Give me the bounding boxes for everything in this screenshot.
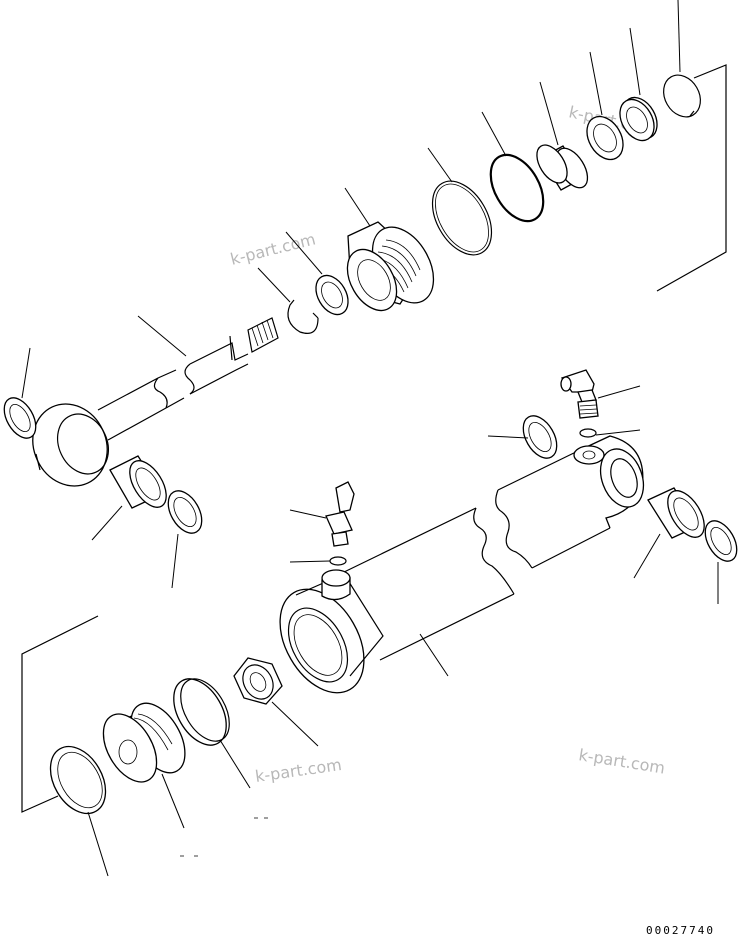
bushing <box>536 144 589 191</box>
tube-end-seal <box>522 415 558 459</box>
elbow-fitting <box>560 369 599 419</box>
dust-seal <box>586 115 624 161</box>
hose-fitting-head <box>325 481 355 547</box>
circlip <box>287 299 319 334</box>
bearing <box>619 96 658 142</box>
rod-bushing <box>109 455 167 509</box>
cylinder-head <box>346 221 435 312</box>
frame-bracket-bottom <box>21 615 99 813</box>
backup-ring <box>431 180 493 256</box>
piston <box>102 702 186 783</box>
wear-ring <box>173 678 230 746</box>
leader-lines <box>21 0 719 877</box>
piston-seal <box>315 274 349 316</box>
o-ring-port-bottom <box>579 428 597 438</box>
o-ring-port-head <box>329 556 347 566</box>
nut <box>233 657 283 705</box>
drawing-code: 00027740 <box>646 924 715 937</box>
bottom-bushing <box>647 487 705 539</box>
frame-bracket-top <box>656 64 727 292</box>
bottom-seal <box>704 520 738 562</box>
watermark-2: k-part.com <box>228 229 317 269</box>
rod-bushing-seal <box>167 490 203 534</box>
watermark-3: k-part.com <box>254 755 343 786</box>
rod-eye-seal <box>3 397 37 439</box>
piston-ring <box>49 745 107 815</box>
snap-ring-top <box>663 74 701 118</box>
watermark-4: k-part.com <box>577 745 666 777</box>
cylinder-tube <box>279 435 645 694</box>
o-ring-thick <box>489 153 545 223</box>
piston-rod <box>32 317 279 487</box>
